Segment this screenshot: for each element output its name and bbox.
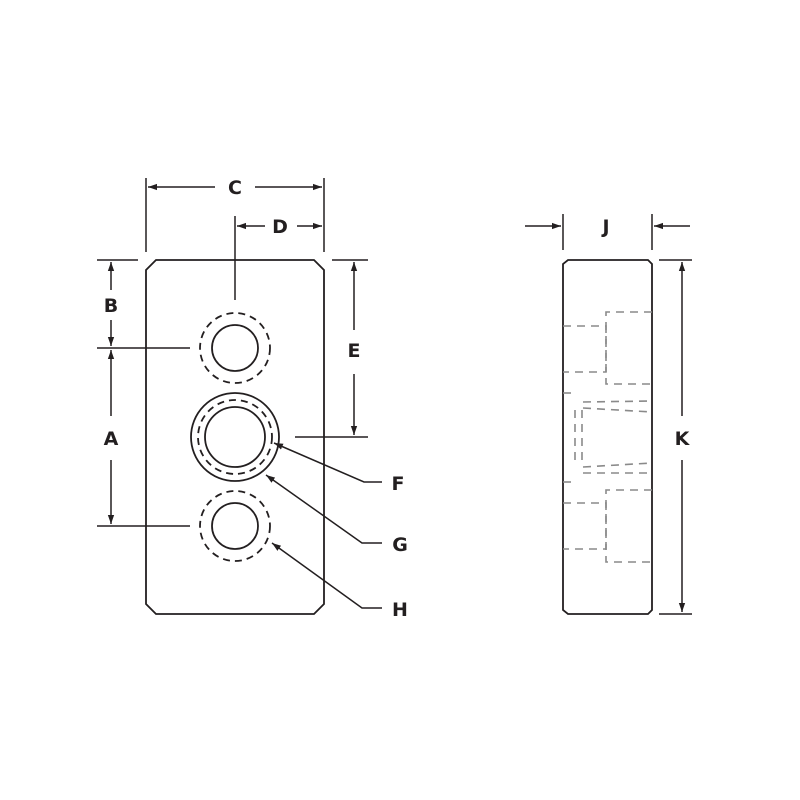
dimension-label-k: K: [675, 428, 691, 450]
front-block-outline: [145, 259, 325, 615]
dimension-label-b: B: [104, 295, 118, 317]
dimension-j: J: [525, 214, 690, 250]
top-hole: [199, 312, 271, 384]
callout-h: H: [271, 542, 408, 621]
dimension-k: K: [659, 259, 692, 615]
hidden-lines-center-hole: [563, 392, 653, 483]
front-view: C D B A E: [97, 177, 408, 621]
dimension-label-e: E: [348, 340, 361, 362]
callout-label-f: F: [392, 473, 405, 495]
side-view: J K: [525, 214, 692, 615]
dimension-label-d: D: [272, 216, 288, 238]
dimension-c: C: [145, 177, 325, 252]
hidden-lines-top-hole: [563, 311, 652, 385]
dimension-b: B: [97, 259, 190, 349]
side-block-outline: [562, 259, 653, 615]
dimension-label-j: J: [600, 216, 609, 238]
callout-label-g: G: [392, 534, 408, 556]
callout-g: G: [265, 474, 408, 556]
dimension-a: A: [97, 350, 190, 527]
dimension-label-a: A: [104, 428, 119, 450]
dimension-d: D: [234, 216, 322, 300]
bottom-hole: [199, 490, 271, 562]
callout-label-h: H: [392, 599, 408, 621]
center-hole: [190, 392, 280, 482]
callout-f: F: [273, 442, 405, 495]
dimension-e: E: [295, 259, 368, 438]
hidden-lines-bottom-hole: [563, 489, 652, 563]
dimension-label-c: C: [228, 177, 242, 199]
